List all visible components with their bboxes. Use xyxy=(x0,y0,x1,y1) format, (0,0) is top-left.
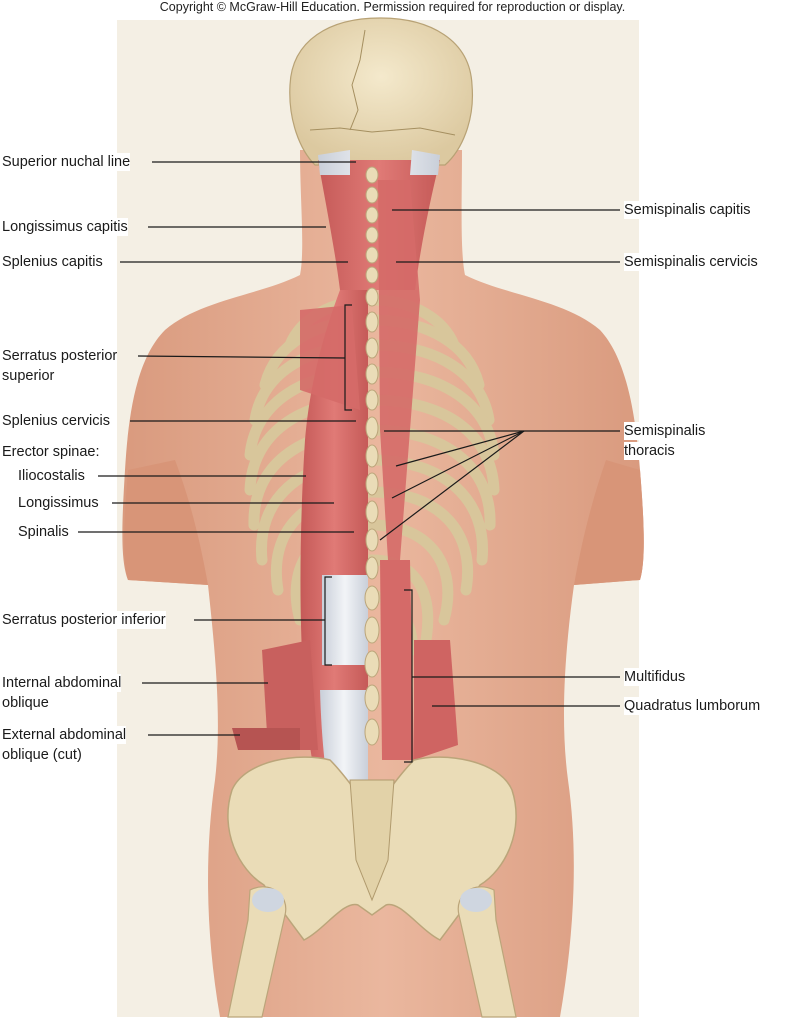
serratus-posterior-inferior xyxy=(322,575,368,665)
label-multifidus: Multifidus xyxy=(624,668,686,686)
label-splenius-capitis: Splenius capitis xyxy=(2,253,103,271)
copyright-notice: Copyright © McGraw-Hill Education. Permi… xyxy=(159,0,626,14)
bracket-serratus-inferior xyxy=(324,576,332,666)
label-spinalis: Spinalis xyxy=(18,523,69,541)
label-semispinalis-thoracis-line1: Semispinalis xyxy=(624,422,706,440)
label-internal-abdominal-oblique-line2: oblique xyxy=(2,694,49,712)
left-hip-joint xyxy=(252,888,284,912)
multifidus-right xyxy=(380,560,414,760)
semispinalis-right xyxy=(378,180,420,560)
label-external-abdominal-oblique-line1: External abdominal xyxy=(2,726,127,744)
label-longissimus-capitis: Longissimus capitis xyxy=(2,218,128,236)
label-longissimus: Longissimus xyxy=(18,494,99,512)
label-semispinalis-cervicis: Semispinalis cervicis xyxy=(624,253,758,271)
skull xyxy=(289,17,474,166)
skull-suture xyxy=(309,29,456,136)
label-semispinalis-thoracis-line2: thoracis xyxy=(624,442,675,460)
label-iliocostalis: Iliocostalis xyxy=(18,467,85,485)
label-internal-abdominal-oblique-line1: Internal abdominal xyxy=(2,674,122,692)
label-serratus-posterior-superior-line1: Serratus posterior xyxy=(2,347,118,365)
label-serratus-posterior-superior-line2: superior xyxy=(2,367,55,385)
label-external-abdominal-oblique-line2: oblique (cut) xyxy=(2,746,82,764)
left-arm xyxy=(124,460,208,585)
label-serratus-posterior-inferior: Serratus posterior inferior xyxy=(2,611,166,629)
right-hip-joint xyxy=(460,888,492,912)
label-erector-spinae: Erector spinae: xyxy=(2,443,100,461)
label-superior-nuchal-line: Superior nuchal line xyxy=(2,153,131,171)
internal-abdominal-oblique xyxy=(262,640,318,750)
leader-lines-right xyxy=(379,209,620,707)
leader-lines-left xyxy=(78,161,356,736)
vertebral-column xyxy=(364,166,380,746)
quadratus-lumborum xyxy=(414,640,458,760)
bracket-multifidus xyxy=(404,589,413,763)
label-semispinalis-capitis: Semispinalis capitis xyxy=(624,201,751,219)
sacrum xyxy=(349,779,395,902)
label-quadratus-lumborum: Quadratus lumborum xyxy=(624,697,761,715)
neck-tendons xyxy=(318,150,440,175)
right-arm xyxy=(574,460,644,585)
label-splenius-cervicis: Splenius cervicis xyxy=(2,412,110,430)
external-abdominal-oblique-cut xyxy=(232,728,300,750)
